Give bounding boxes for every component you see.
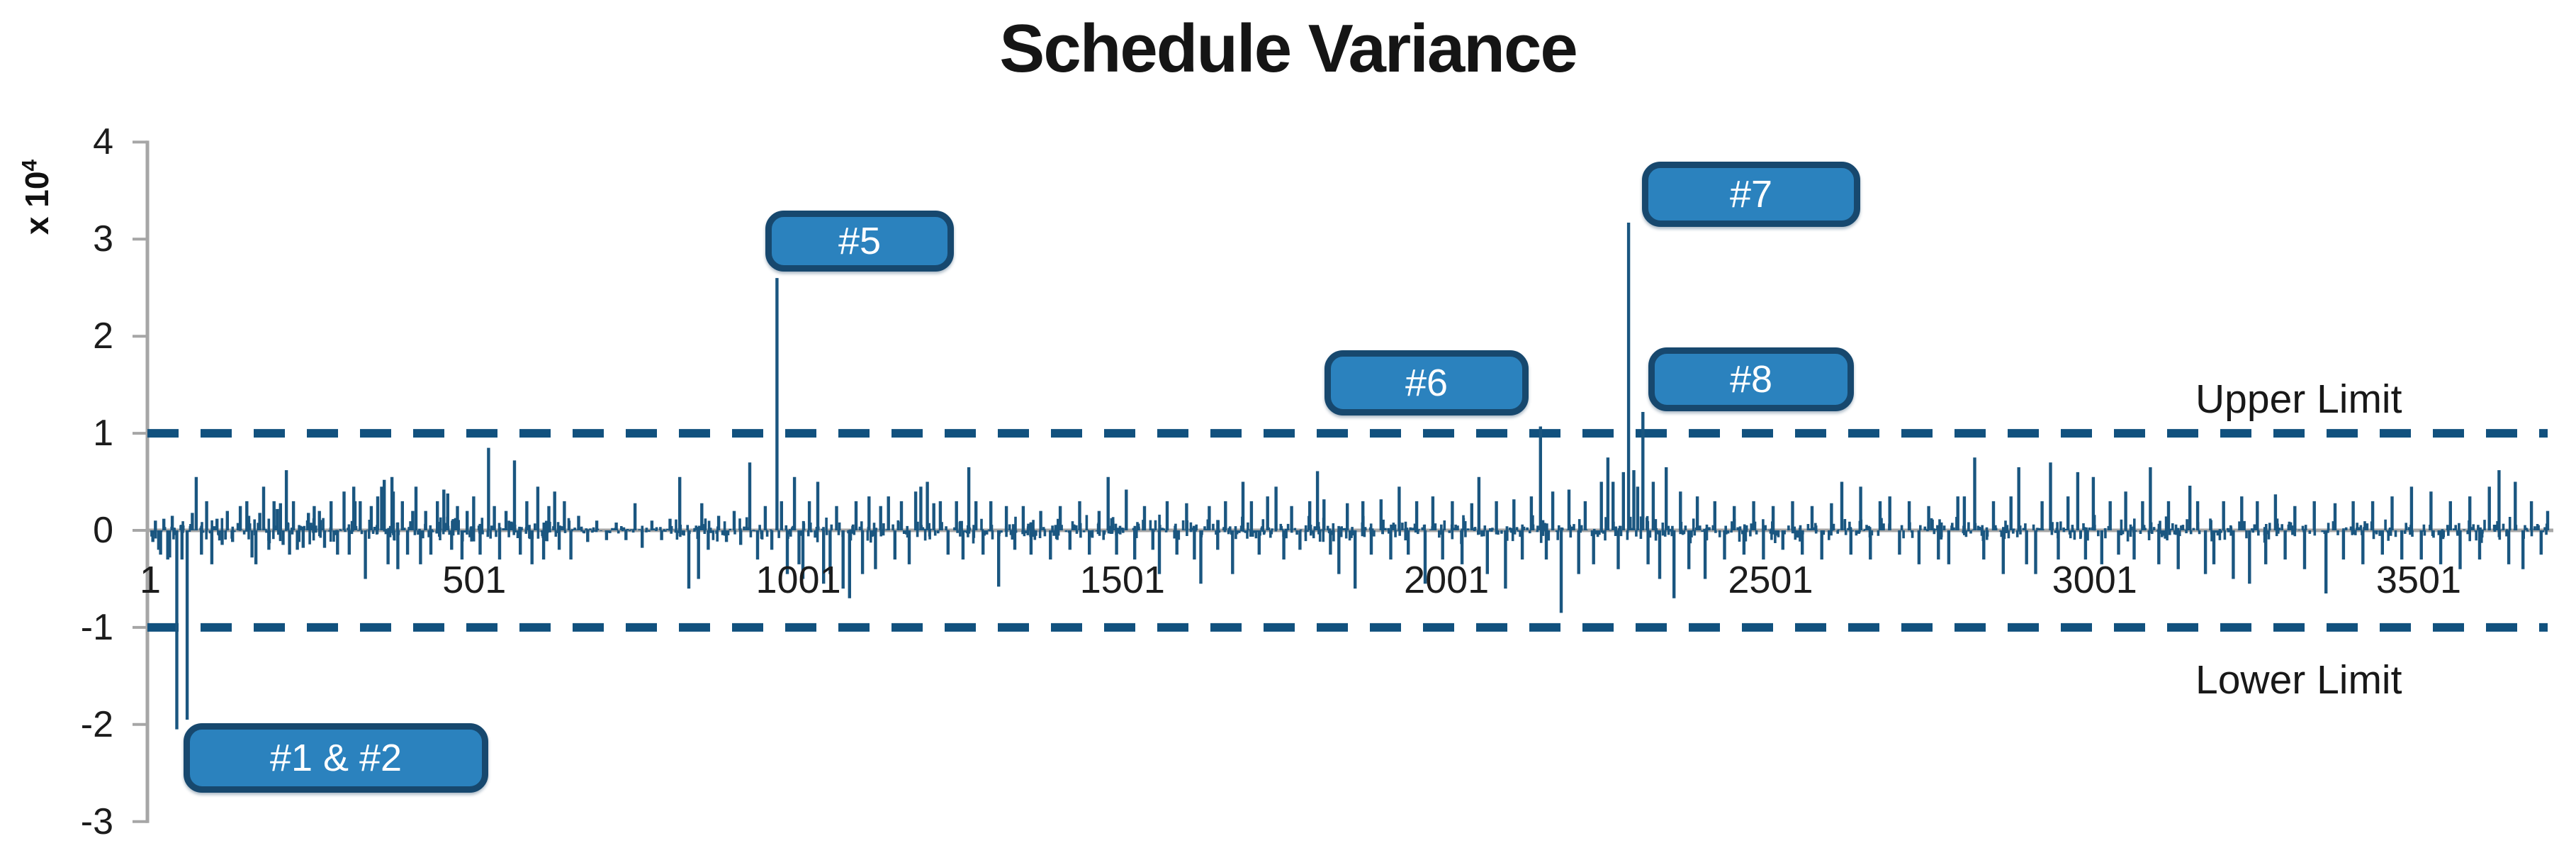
series-spikes <box>151 223 2550 730</box>
lower-limit-label: Lower Limit <box>2195 657 2402 703</box>
upper-limit-label: Upper Limit <box>2195 376 2402 422</box>
y-tick-label--1: -1 <box>80 606 113 648</box>
y-tick-label-0: 0 <box>93 510 113 551</box>
x-tick-label-2001: 2001 <box>1404 559 1490 601</box>
y-tick-label-1: 1 <box>93 413 113 454</box>
callout-box-6: #6 <box>1324 350 1529 415</box>
x-tick-label-1: 1 <box>139 559 162 601</box>
y-tick-label--3: -3 <box>80 800 113 842</box>
x-tick-label-3001: 3001 <box>2052 559 2137 601</box>
y-tick-label-2: 2 <box>93 316 113 357</box>
callout-box-1-2: #1 & #2 <box>184 723 488 793</box>
callout-box-7: #7 <box>1642 162 1860 227</box>
x-tick-label-501: 501 <box>442 559 507 601</box>
y-tick-label-3: 3 <box>93 218 113 260</box>
x-tick-label-1501: 1501 <box>1079 559 1165 601</box>
y-tick-label--2: -2 <box>80 703 113 745</box>
x-tick-label-3501: 3501 <box>2375 559 2462 601</box>
callout-box-8: #8 <box>1648 347 1854 411</box>
x-tick-label-1001: 1001 <box>755 559 841 601</box>
y-tick-label-4: 4 <box>93 121 113 163</box>
x-tick-label-2501: 2501 <box>1728 559 1813 601</box>
callout-box-5: #5 <box>765 211 954 272</box>
chart-title: Schedule Variance <box>999 11 1577 87</box>
